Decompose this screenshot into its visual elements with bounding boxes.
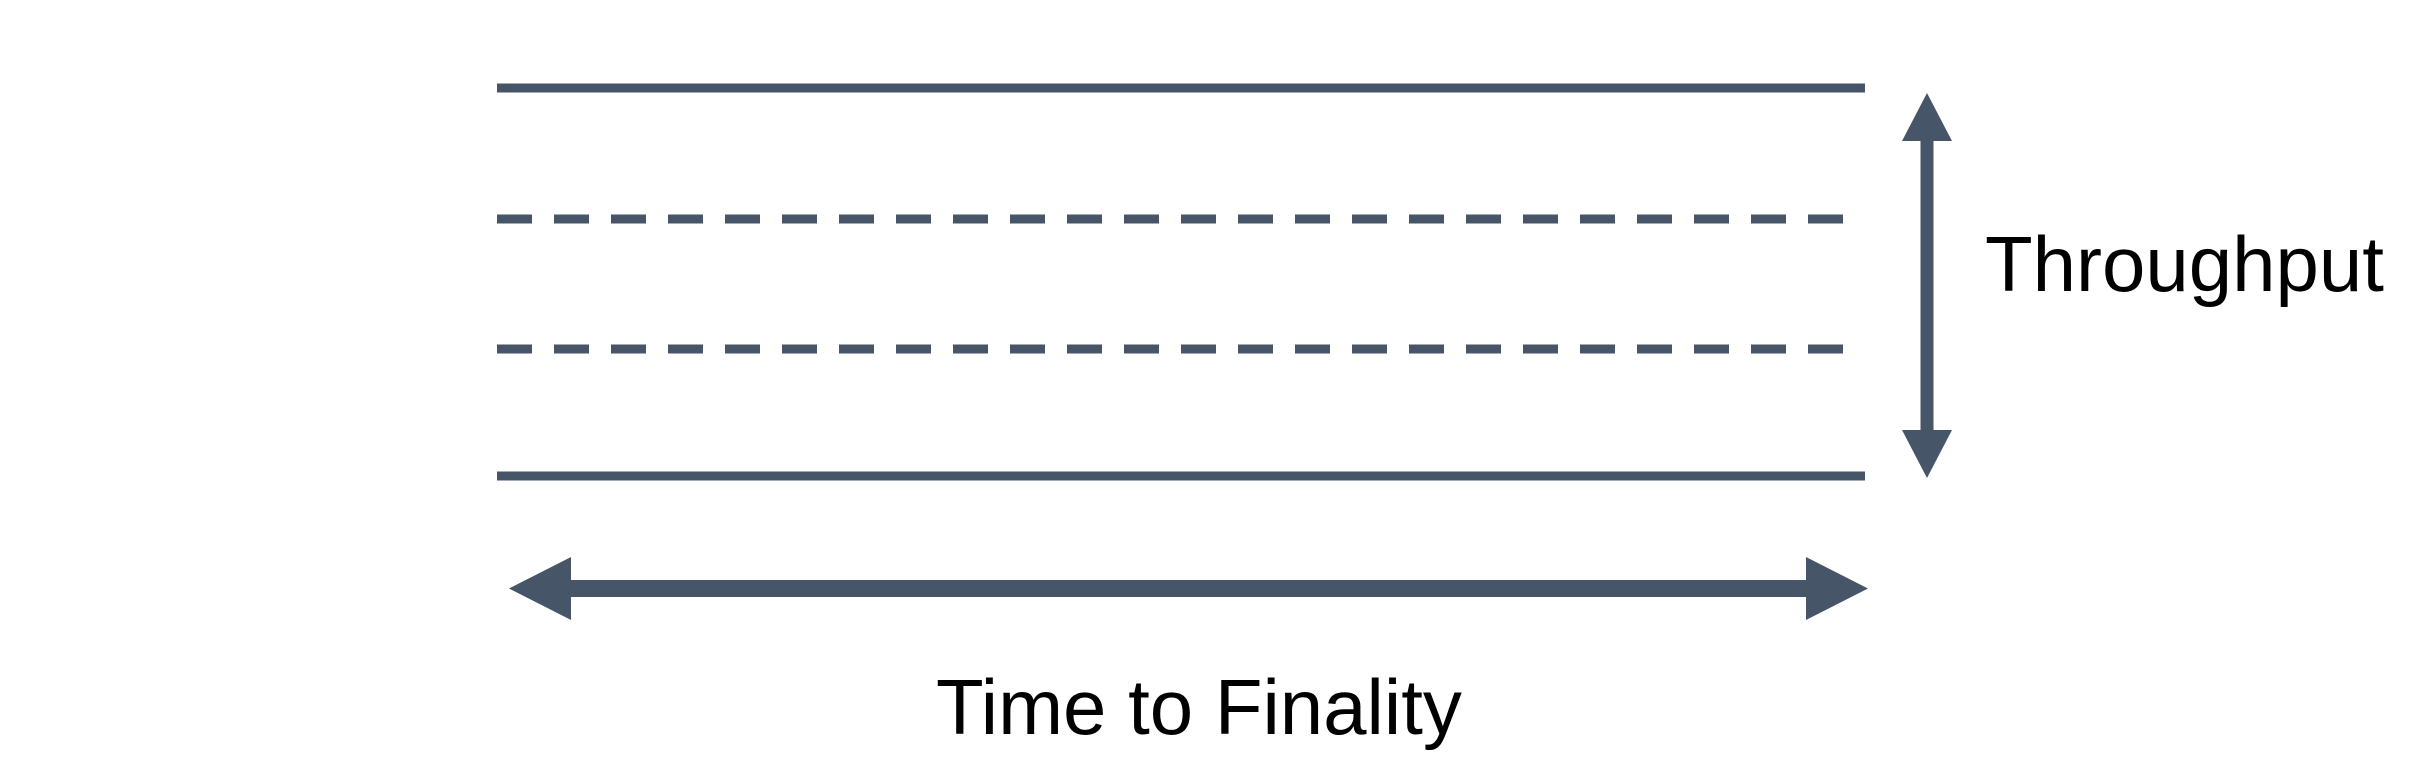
time-to-finality-axis-label: Time to Finality xyxy=(936,663,1462,751)
double-arrow-vertical-icon xyxy=(1902,93,1952,478)
double-arrow-horizontal-icon xyxy=(509,557,1868,620)
throughput-axis-label: Throughput xyxy=(1985,220,2384,308)
